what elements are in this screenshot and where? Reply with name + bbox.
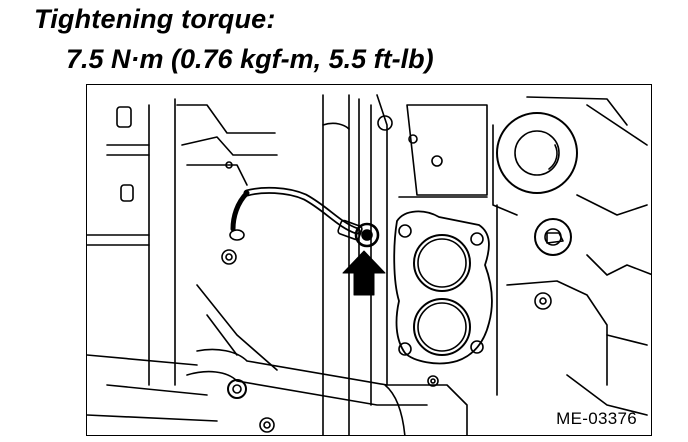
exhaust-flange [393, 210, 493, 365]
lower-bracket [87, 348, 468, 435]
center-column [322, 94, 406, 435]
engine-illustration: ME-03376 [86, 84, 652, 436]
pulley-assembly [492, 96, 651, 416]
figure-id: ME-03376 [556, 409, 637, 428]
block-studs [398, 104, 488, 387]
torque-spec: 7.5 N·m (0.76 kgf-m, 5.5 ft-lb) [66, 44, 434, 74]
up-arrow-icon [342, 250, 386, 296]
heading: Tightening torque: [34, 4, 276, 34]
ground-cable [221, 186, 363, 265]
left-frame [87, 98, 278, 396]
